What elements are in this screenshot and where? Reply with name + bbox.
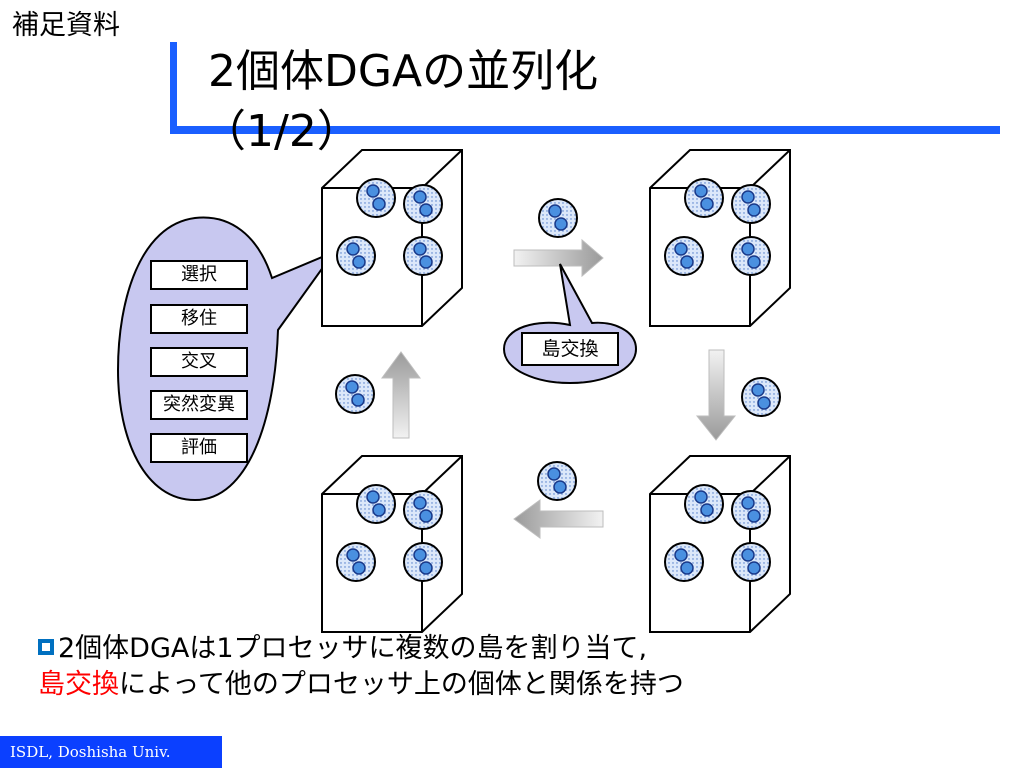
exchange-arrow-right [513,238,604,278]
operation-mutation-box: 突然変異 [150,390,248,420]
processor-cube-top-left [322,150,462,326]
bullet-square-icon [38,638,54,655]
processor-cube-top-right [650,150,790,326]
title-accent-vertical-bar [170,42,177,134]
slide-title: 2個体DGAの並列化 [208,46,599,97]
bullet-line-1: 2個体DGAは1プロセッサに複数の島を割り当て, [38,632,647,666]
bullet-highlight-text: 島交換 [38,669,119,700]
bullet-text-1: 2個体DGAは1プロセッサに複数の島を割り当て, [58,633,648,664]
processor-cube-bottom-right [650,456,790,632]
migrating-island-bottom [537,461,577,501]
processor-cube-bottom-left [322,456,462,632]
migrating-island-left [335,374,375,414]
operation-migration-box: 移住 [150,304,248,334]
supplement-label: 補足資料 [12,10,120,41]
footer-label: ISDL, Doshisha Univ. [0,736,222,768]
bullet-line-2: 島交換によって他のプロセッサ上の個体と関係を持つ [38,668,684,702]
island-exchange-label: 島交換 [521,332,619,366]
title-underline-bar [170,126,1000,134]
bullet-text-2: によって他のプロセッサ上の個体と関係を持つ [119,669,684,700]
operation-selection-box: 選択 [150,260,248,290]
operation-crossover-box: 交叉 [150,347,248,377]
migrating-island-right [741,377,781,417]
slide-title-subline: （1/2） [202,106,361,157]
operation-evaluation-box: 評価 [150,433,248,463]
migrating-island-top [538,198,578,238]
exchange-arrow-left [513,499,604,539]
exchange-arrow-down [695,349,737,441]
exchange-arrow-up [381,351,421,439]
